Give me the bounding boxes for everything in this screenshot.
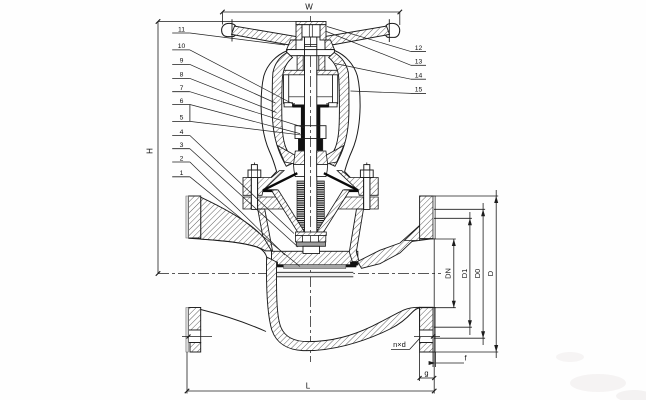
svg-text:n×d: n×d: [393, 340, 406, 349]
svg-text:12: 12: [415, 45, 423, 52]
svg-text:5: 5: [180, 115, 184, 122]
svg-text:D0: D0: [473, 269, 482, 279]
svg-text:7: 7: [180, 85, 184, 92]
svg-text:13: 13: [415, 59, 423, 66]
svg-text:10: 10: [178, 43, 186, 50]
svg-text:W: W: [305, 3, 313, 12]
svg-text:4: 4: [180, 129, 184, 136]
svg-text:6: 6: [180, 98, 184, 105]
svg-text:1: 1: [180, 170, 184, 177]
svg-text:DN: DN: [444, 268, 453, 279]
svg-text:11: 11: [178, 26, 185, 33]
svg-text:H: H: [146, 148, 155, 154]
svg-text:8: 8: [180, 72, 184, 79]
svg-text:D1: D1: [460, 269, 469, 279]
svg-text:f: f: [465, 354, 468, 363]
svg-text:9: 9: [180, 58, 184, 65]
svg-text:L: L: [306, 382, 311, 391]
svg-text:g: g: [424, 369, 428, 378]
svg-text:14: 14: [415, 73, 423, 80]
svg-text:3: 3: [180, 142, 184, 149]
svg-text:15: 15: [415, 87, 423, 94]
svg-text:2: 2: [180, 155, 184, 162]
svg-text:D: D: [486, 270, 495, 276]
